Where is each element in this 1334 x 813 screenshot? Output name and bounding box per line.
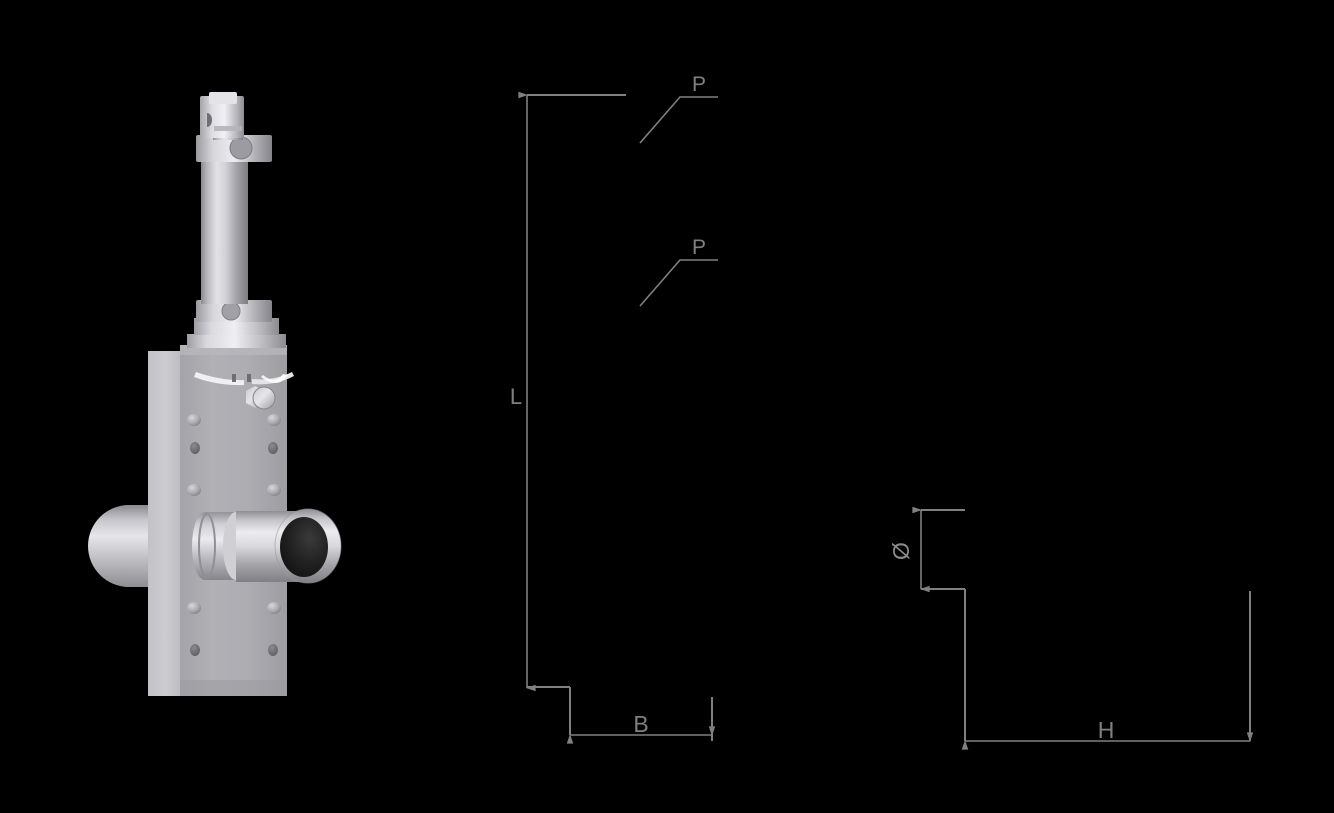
dimension-label-L: L [510, 384, 522, 409]
product-render [88, 92, 342, 696]
dimension-label-H: H [1098, 717, 1115, 743]
leader-line-P-lower [639, 259, 718, 307]
hex-bolt [246, 386, 276, 410]
outlet-nozzle [192, 508, 342, 584]
dimension-B: B [566, 687, 716, 744]
leader-P-lower: P [639, 236, 718, 307]
dimension-label-B: B [633, 711, 648, 737]
blind-hole [190, 442, 278, 656]
leader-line-P-upper [639, 96, 718, 144]
actuator-cylinder [201, 159, 248, 304]
lower-clevis [196, 300, 272, 322]
dimension-H: H [961, 589, 1254, 750]
mounting-flange [187, 318, 286, 348]
dimension-diameter: Ø [888, 506, 965, 593]
dimension-label-diameter: Ø [888, 542, 914, 560]
top-fitting [200, 92, 244, 138]
leader-label-P-lower: P [692, 236, 706, 259]
screw-head [187, 414, 281, 614]
leader-label-P-upper: P [692, 73, 706, 96]
leader-P-upper: P [639, 73, 718, 144]
vent-slot [194, 372, 294, 386]
dimension-L: L [510, 91, 626, 692]
upper-clevis [196, 135, 272, 162]
